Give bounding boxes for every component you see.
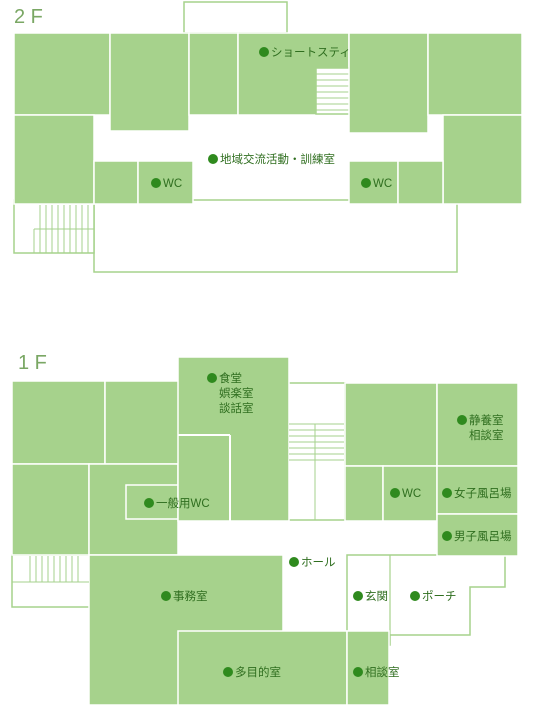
label-dining: 食堂 (219, 371, 242, 385)
f1-stairs-left (12, 556, 89, 583)
marker-dot (223, 667, 233, 677)
f1-consult (346, 630, 390, 705)
marker-dot (353, 667, 363, 677)
f2-stair-area (315, 67, 351, 115)
floor-2f-title: 2 F (14, 6, 43, 28)
f1-dining (177, 356, 290, 522)
f2-room (348, 32, 429, 134)
label-public-wc: 一般用WC (156, 496, 210, 510)
label-wc-1f: WC (402, 488, 421, 500)
f2-room (13, 114, 95, 205)
marker-dot (144, 498, 154, 508)
f2-terrace-outline (93, 199, 458, 273)
marker-dot (289, 557, 299, 567)
marker-dot (442, 531, 452, 541)
marker-dot (151, 178, 161, 188)
floor-1f: 1 F (11, 352, 519, 705)
label-women-bath: 女子風呂場 (454, 486, 512, 500)
f1-multipurpose (177, 630, 348, 705)
f2-wc-right (348, 160, 399, 205)
label-men-bath: 男子風呂場 (454, 530, 512, 543)
floor-1f-title: 1 F (18, 352, 47, 374)
marker-dot (390, 488, 400, 498)
f2-room (93, 160, 139, 205)
marker-dot (259, 47, 269, 57)
f1-room (344, 382, 438, 467)
f2-room (397, 160, 444, 205)
label-lounge: 談話室 (219, 401, 254, 415)
f1-room (344, 465, 384, 522)
label-consult-room: 相談室 (365, 665, 400, 679)
f1-quiet-room (436, 382, 519, 467)
f2-stairs-left (33, 205, 94, 253)
marker-dot (442, 488, 452, 498)
f2-roof-outline (183, 1, 288, 34)
label-quiet-room: 静養室 (469, 413, 504, 427)
f2-room (188, 32, 239, 116)
marker-dot (161, 591, 171, 601)
label-short-stay: ショートスティ (271, 47, 351, 59)
label-wc-2f-left: WC (163, 178, 182, 190)
label-community-room: 地域交流活動・訓練室 (220, 152, 335, 166)
marker-dot (361, 178, 371, 188)
f1-room (11, 380, 106, 465)
label-wc-2f-right: WC (373, 178, 392, 190)
f1-stair-hall-outline (287, 382, 346, 521)
f2-wc-left (137, 160, 194, 205)
f2-room (442, 114, 523, 205)
label-recreation: 娯楽室 (219, 386, 254, 400)
f2-room (13, 32, 111, 116)
marker-dot (353, 591, 363, 601)
floor-2f: 2 F (13, 1, 523, 273)
label-porch: ポーチ (422, 590, 457, 603)
marker-dot (207, 373, 217, 383)
label-multipurpose: 多目的室 (235, 665, 281, 679)
marker-dot (208, 154, 218, 164)
marker-dot (457, 415, 467, 425)
f1-stairs-center (289, 423, 344, 520)
f1-room (104, 380, 181, 465)
f2-room (109, 32, 190, 132)
label-hall: ホール (301, 556, 336, 569)
label-consult-room-2: 相談室 (469, 428, 504, 442)
marker-dot (410, 591, 420, 601)
f1-room (11, 463, 90, 556)
f2-stairs-top (316, 73, 349, 111)
f2-room (427, 32, 523, 116)
label-entrance: 玄関 (365, 589, 388, 603)
f2-stair-outline (13, 199, 95, 254)
label-office: 事務室 (173, 589, 208, 603)
